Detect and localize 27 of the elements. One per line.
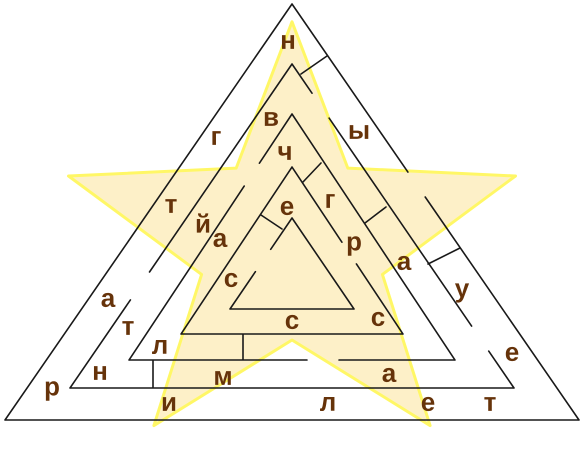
maze-letter: ы	[350, 125, 368, 139]
maze-letter: с	[372, 312, 384, 326]
maze-letter: м	[215, 371, 231, 385]
maze-letter: с	[286, 314, 298, 330]
maze-letter: с	[224, 272, 238, 288]
maze-letter: н	[282, 35, 294, 49]
maze-letter: й	[196, 213, 210, 233]
maze-letter: е	[280, 200, 294, 216]
maze-letter: т	[484, 397, 496, 411]
maze-letter: л	[320, 397, 334, 411]
maze-letter: а	[398, 256, 412, 270]
maze-letter: ч	[278, 146, 291, 160]
maze-letter: и	[162, 397, 176, 411]
maze-letter: г	[212, 131, 221, 145]
maze-letter: т	[165, 199, 177, 213]
maze-letter: у	[454, 283, 470, 303]
maze-letter: г	[326, 194, 335, 208]
maze-letter: р	[46, 381, 59, 401]
maze-letter: а	[382, 368, 396, 382]
maze-letter: т	[122, 321, 134, 335]
maze-letter: в	[264, 112, 278, 126]
maze-letter: н	[94, 366, 106, 380]
maze-letter: р	[348, 236, 361, 256]
maze-letter: а	[214, 232, 228, 248]
maze-letter: е	[506, 346, 518, 362]
maze-letter: а	[102, 292, 116, 308]
maze-letter: л	[152, 340, 166, 354]
